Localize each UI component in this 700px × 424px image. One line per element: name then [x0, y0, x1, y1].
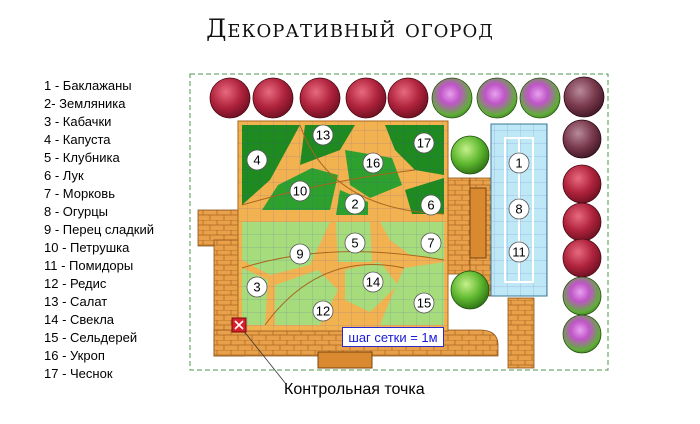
svg-text:2: 2 [351, 197, 358, 212]
shrub-icon [562, 164, 602, 204]
page-title: Декоративный огород [206, 14, 494, 43]
shrub-icon [562, 119, 602, 159]
shrub-icon [519, 77, 561, 119]
bed-14: 14 [362, 271, 384, 293]
shrub-icon [562, 202, 602, 242]
grid-scale-label: шаг сетки = 1м [342, 327, 444, 347]
legend-item: 1 - Баклажаны [44, 78, 132, 93]
control-point-marker [231, 317, 287, 385]
legend-item: 17 - Чеснок [44, 366, 113, 381]
legend-item: 15 - Сельдерей [44, 330, 138, 345]
svg-text:5: 5 [351, 236, 358, 251]
shrub-icon [252, 77, 294, 119]
bed-3: 3 [246, 276, 268, 298]
bed-17: 17 [413, 132, 435, 154]
svg-text:14: 14 [366, 275, 380, 290]
shrub-icon [450, 135, 490, 175]
plant-legend: 1 - Баклажаны 2- Земляника 3 - Кабачки 4… [44, 77, 154, 383]
legend-item: 11 - Помидоры [44, 258, 134, 273]
legend-item: 14 - Свекла [44, 312, 115, 327]
svg-text:7: 7 [427, 236, 434, 251]
greenhouse: 1 8 11 [490, 123, 548, 297]
svg-text:1: 1 [515, 156, 522, 171]
control-point-caption: Контрольная точка [284, 381, 425, 398]
bed-13: 13 [312, 124, 334, 146]
bed-15: 15 [413, 292, 435, 314]
shrub-icon [562, 238, 602, 278]
bed-2: 2 [344, 193, 366, 215]
shrub-icon [563, 76, 605, 118]
bed-labels: 13 17 4 16 10 2 6 5 7 9 3 14 12 15 [246, 124, 442, 322]
bed-4: 4 [246, 149, 268, 171]
shrubs [209, 76, 605, 354]
shrub-icon [345, 77, 387, 119]
legend-item: 13 - Салат [44, 294, 108, 309]
legend-item: 7 - Морковь [44, 186, 115, 201]
svg-text:6: 6 [427, 198, 434, 213]
legend-item: 16 - Укроп [44, 348, 105, 363]
legend-item: 2- Земляника [44, 96, 126, 111]
shrub-icon [299, 77, 341, 119]
bed-16: 16 [362, 152, 384, 174]
bed-9: 9 [289, 243, 311, 265]
bed-7: 7 [420, 232, 442, 254]
svg-text:15: 15 [417, 296, 431, 311]
greenhouse-bed-11: 11 [508, 241, 530, 263]
shrub-icon [450, 270, 490, 310]
legend-item: 6 - Лук [44, 168, 84, 183]
svg-text:4: 4 [253, 153, 260, 168]
greenhouse-bed-1: 1 [508, 152, 530, 174]
svg-text:16: 16 [366, 156, 380, 171]
shrub-icon [476, 77, 518, 119]
legend-item: 10 - Петрушка [44, 240, 130, 255]
bench-icon [317, 351, 373, 369]
svg-text:8: 8 [515, 202, 522, 217]
legend-item: 5 - Клубника [44, 150, 120, 165]
svg-text:11: 11 [512, 245, 526, 260]
shrub-icon [431, 77, 473, 119]
svg-text:3: 3 [253, 280, 260, 295]
legend-item: 3 - Кабачки [44, 114, 112, 129]
svg-text:13: 13 [316, 128, 330, 143]
shrub-icon [562, 276, 602, 316]
bed-5: 5 [344, 232, 366, 254]
svg-text:12: 12 [316, 304, 330, 319]
shrub-icon [562, 314, 602, 354]
bed-10: 10 [289, 180, 311, 202]
bed-6: 6 [420, 194, 442, 216]
svg-text:17: 17 [417, 136, 431, 151]
legend-item: 8 - Огурцы [44, 204, 109, 219]
shrub-icon [387, 77, 429, 119]
legend-item: 4 - Капуста [44, 132, 111, 147]
shrub-icon [209, 77, 251, 119]
greenhouse-bed-8: 8 [508, 198, 530, 220]
legend-item: 12 - Редис [44, 276, 107, 291]
svg-text:10: 10 [293, 184, 307, 199]
svg-text:9: 9 [296, 247, 303, 262]
bed-12: 12 [312, 300, 334, 322]
bench-icon [469, 187, 487, 259]
legend-item: 9 - Перец сладкий [44, 222, 154, 237]
site-boundary [189, 73, 609, 371]
